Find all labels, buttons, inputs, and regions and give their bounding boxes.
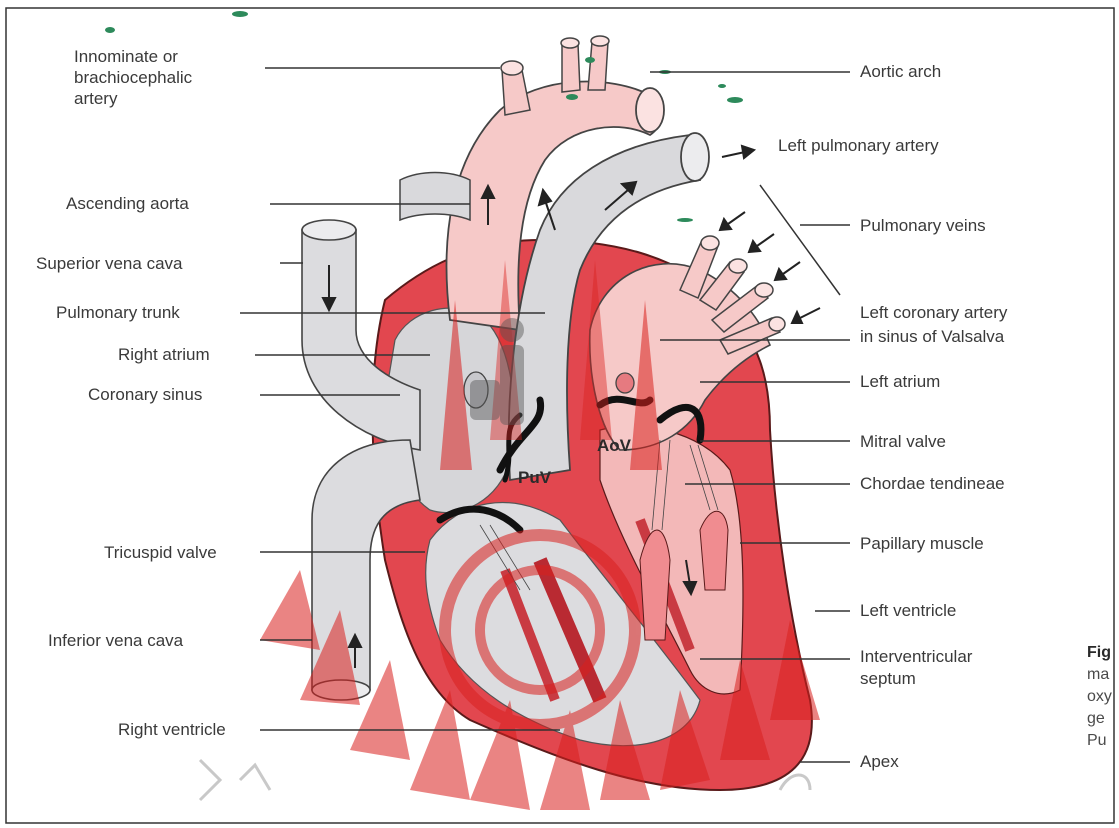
label-papillary-muscle: Papillary muscle bbox=[860, 533, 984, 554]
papillary-muscle-left bbox=[640, 530, 670, 640]
label-innominate-2: brachiocephalic bbox=[74, 67, 192, 88]
svc-opening bbox=[302, 220, 356, 240]
label-right-ventricle: Right ventricle bbox=[118, 719, 226, 740]
branch-3 bbox=[588, 42, 608, 90]
label-aortic-arch: Aortic arch bbox=[860, 61, 941, 82]
label-inferior-vena-cava: Inferior vena cava bbox=[48, 630, 183, 651]
label-interventricular-2: septum bbox=[860, 668, 916, 689]
branch-1-top bbox=[501, 61, 523, 75]
label-left-ventricle: Left ventricle bbox=[860, 600, 956, 621]
caption-line-5: Pu bbox=[1087, 730, 1114, 752]
label-right-atrium: Right atrium bbox=[118, 344, 210, 365]
aov-label: AoV bbox=[597, 436, 631, 456]
left-pulmonary-artery-opening bbox=[681, 133, 709, 181]
label-innominate-3: artery bbox=[74, 88, 117, 109]
caption-line-4: ge bbox=[1087, 708, 1114, 730]
left-coronary-ostium bbox=[616, 373, 634, 393]
label-pulmonary-veins: Pulmonary veins bbox=[860, 215, 986, 236]
label-tricuspid-valve: Tricuspid valve bbox=[104, 542, 217, 563]
caption-line-3: oxy bbox=[1087, 686, 1114, 708]
puv-label: PuV bbox=[518, 468, 551, 488]
branch-2-top bbox=[561, 38, 579, 48]
label-chordae-tendineae: Chordae tendineae bbox=[860, 473, 1005, 494]
label-pulmonary-trunk: Pulmonary trunk bbox=[56, 302, 180, 323]
caption-line-1: Fig bbox=[1087, 642, 1114, 664]
papillary-muscle-right bbox=[700, 511, 728, 590]
label-mitral-valve: Mitral valve bbox=[860, 431, 946, 452]
label-left-coronary-2: in sinus of Valsalva bbox=[860, 326, 1004, 347]
branch-2 bbox=[562, 44, 580, 92]
label-apex: Apex bbox=[860, 751, 899, 772]
label-left-coronary-1: Left coronary artery bbox=[860, 302, 1007, 323]
branch-1 bbox=[502, 70, 530, 115]
branch-3-top bbox=[591, 36, 609, 46]
label-ascending-aorta: Ascending aorta bbox=[66, 193, 189, 214]
right-pulmonary-artery bbox=[400, 173, 470, 221]
label-left-pulmonary-artery: Left pulmonary artery bbox=[778, 135, 939, 156]
label-left-atrium: Left atrium bbox=[860, 371, 940, 392]
aortic-arch-opening bbox=[636, 88, 664, 132]
label-coronary-sinus: Coronary sinus bbox=[88, 384, 202, 405]
label-superior-vena-cava: Superior vena cava bbox=[36, 253, 182, 274]
label-innominate-1: Innominate or bbox=[74, 46, 178, 67]
caption-line-2: ma bbox=[1087, 664, 1114, 686]
label-interventricular-1: Interventricular bbox=[860, 646, 972, 667]
